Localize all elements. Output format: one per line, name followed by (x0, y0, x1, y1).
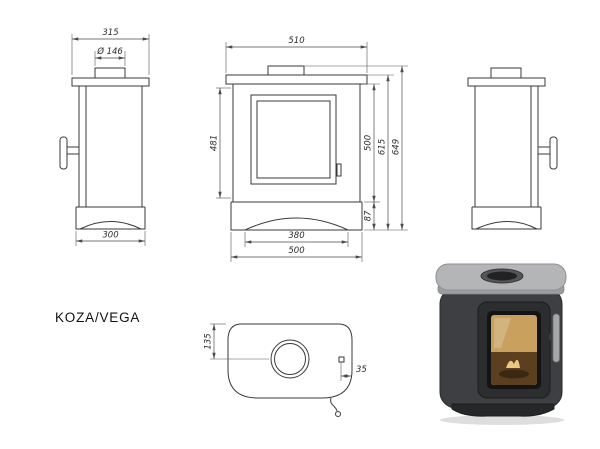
dim-bottom-depth: 300 (102, 231, 118, 241)
base-outline (75, 207, 146, 230)
stove-body (474, 85, 539, 208)
dim-door-height: 481 (210, 135, 220, 151)
handle-mount-3d (549, 334, 555, 340)
base-arch (244, 217, 349, 231)
door-handle-3d (552, 313, 560, 363)
edge-fitting (338, 356, 345, 363)
handle-mount (66, 146, 80, 155)
door-window-outer (250, 94, 337, 185)
base-outline (230, 202, 363, 231)
floor-shadow (440, 415, 564, 425)
top-plate (225, 74, 368, 85)
top-view: 135 35 (204, 323, 367, 417)
flue-opening-inner (274, 343, 306, 375)
glass-reflection-3d (494, 318, 511, 348)
dim-flue-diameter: Ø 146 (96, 46, 123, 57)
door-handle (549, 136, 558, 170)
flame-3d (506, 359, 520, 368)
door-handle (59, 136, 68, 170)
log-3d (499, 369, 529, 379)
model-label: KOZA/VEGA (55, 310, 140, 325)
stove-3d-render (435, 263, 567, 425)
probe-tip (335, 411, 341, 417)
base-arch (79, 221, 142, 230)
dim-edge-offset: 35 (356, 365, 367, 375)
dim-top-width: 510 (288, 36, 304, 46)
top-outline (227, 323, 353, 399)
flue-opening-outer (270, 339, 310, 379)
dim-upper-height: 615 (378, 139, 388, 155)
top-plate (71, 77, 150, 87)
probe-cord (330, 397, 338, 412)
firebox-interior-3d (491, 352, 537, 385)
door-latch (336, 163, 342, 177)
top-plate (467, 77, 546, 87)
dim-top-depth: 315 (102, 28, 118, 38)
base-outline (471, 207, 542, 230)
handle-mount (537, 146, 551, 155)
flue-collar (94, 67, 126, 79)
dim-feet-span: 380 (288, 231, 304, 241)
dim-total-height: 649 (392, 139, 402, 155)
side-view-right (467, 67, 558, 230)
dim-flue-offset: 135 (204, 333, 214, 349)
base-arch (475, 221, 538, 230)
stove-plinth-3d (451, 403, 555, 417)
dim-body-height: 500 (364, 135, 374, 151)
door-window-glass (256, 100, 331, 179)
flue-collar (267, 65, 305, 76)
side-view-left: 315 Ø 146 300 (59, 28, 150, 246)
front-view: 510 481 500 87 615 649 380 500 (210, 36, 408, 262)
flue-hole-3d (487, 271, 517, 281)
dim-bottom-width: 500 (288, 246, 304, 256)
flue-collar (490, 67, 522, 79)
dim-plinth-height: 87 (364, 210, 374, 221)
stove-body (78, 85, 143, 208)
